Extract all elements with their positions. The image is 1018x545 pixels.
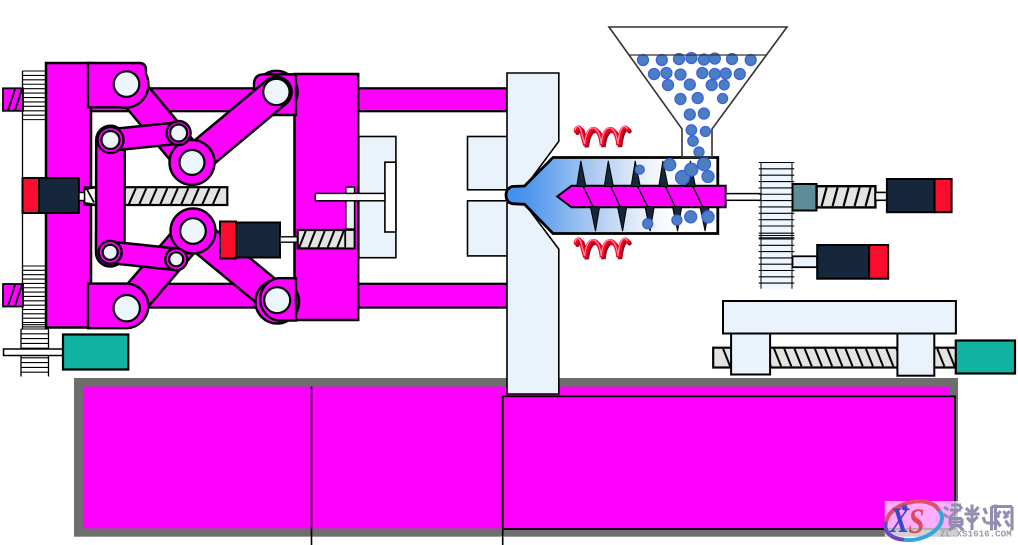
svg-text:X: X: [889, 501, 910, 541]
svg-text:S: S: [908, 502, 924, 542]
svg-text:ZL.XS1616.COM: ZL.XS1616.COM: [940, 529, 1012, 540]
